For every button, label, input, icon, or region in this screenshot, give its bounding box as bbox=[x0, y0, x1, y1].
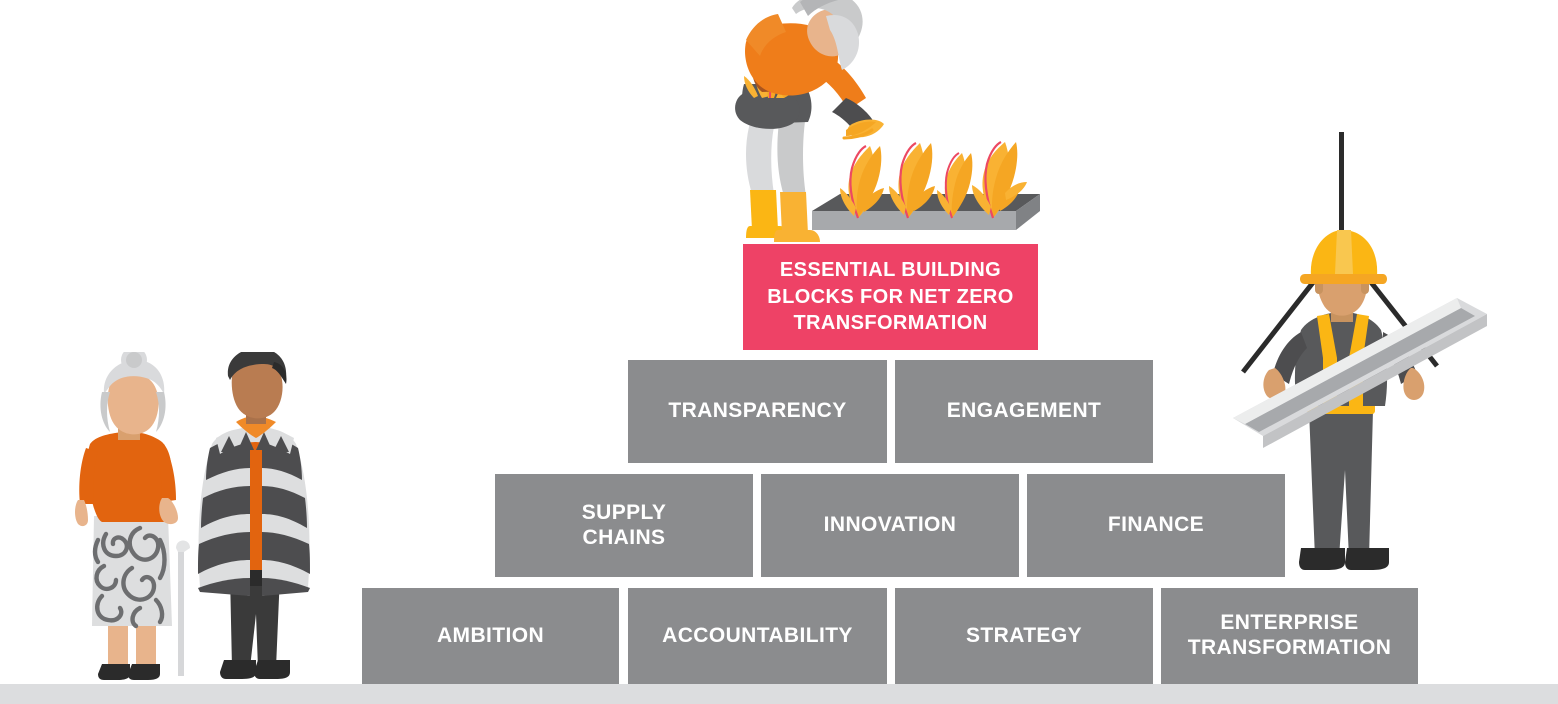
block-accountability[interactable]: ACCOUNTABILITY bbox=[628, 588, 887, 684]
block-label: TRANSPARENCY bbox=[668, 399, 847, 423]
apex-line-1: ESSENTIAL BUILDING bbox=[779, 259, 1002, 282]
block-label: ACCOUNTABILITY bbox=[662, 623, 853, 647]
block-finance[interactable]: FINANCE bbox=[1027, 474, 1285, 577]
block-label-line-2: CHAINS bbox=[582, 525, 666, 549]
block-label: FINANCE bbox=[1107, 513, 1205, 537]
block-label: STRATEGY bbox=[966, 623, 1082, 647]
block-innovation[interactable]: INNOVATION bbox=[761, 474, 1019, 577]
gardener-planting-seedlings-illustration bbox=[735, 0, 1040, 242]
block-strategy[interactable]: STRATEGY bbox=[895, 588, 1153, 684]
block-label: ENGAGEMENT bbox=[946, 399, 1102, 423]
block-label-line-1: SUPPLY bbox=[581, 500, 667, 524]
block-engagement[interactable]: ENGAGEMENT bbox=[895, 360, 1153, 463]
maori-elders-pair-illustration bbox=[75, 352, 310, 680]
ground-strip bbox=[0, 684, 1558, 704]
block-transparency[interactable]: TRANSPARENCY bbox=[628, 360, 887, 463]
block-label-line-2: TRANSFORMATION bbox=[1187, 636, 1392, 659]
block-label: INNOVATION bbox=[823, 513, 957, 537]
apex-line-3: TRANSFORMATION bbox=[793, 312, 988, 335]
block-label: AMBITION bbox=[436, 623, 545, 647]
block-enterprise-transformation[interactable]: ENTERPRISE TRANSFORMATION bbox=[1161, 588, 1418, 684]
block-ambition[interactable]: AMBITION bbox=[362, 588, 619, 684]
block-supply-chains[interactable]: SUPPLY CHAINS bbox=[495, 474, 753, 577]
apex-line-2: BLOCKS FOR NET ZERO bbox=[767, 285, 1014, 308]
block-label-line-1: ENTERPRISE bbox=[1220, 611, 1359, 635]
pyramid-apex-block[interactable]: ESSENTIAL BUILDING BLOCKS FOR NET ZERO T… bbox=[743, 244, 1038, 350]
